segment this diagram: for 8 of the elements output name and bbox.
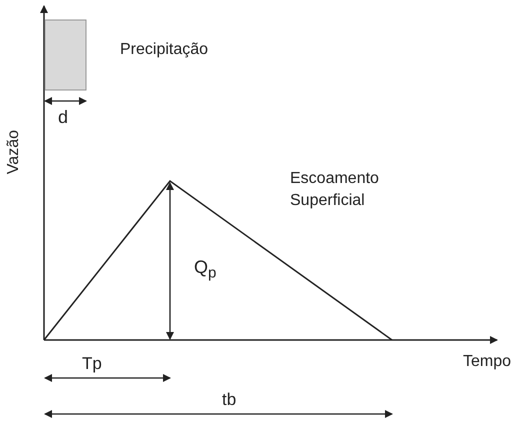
curve-label: Escoamento Superficial [290,169,380,211]
rainfall-label: Precipitação [120,40,208,59]
dimension-label: tb [222,390,236,409]
dimension-label: Tp [82,354,102,373]
axis-title: Vazão [4,130,23,174]
axis-title: Tempo [463,352,512,371]
dimension-label: d [58,108,68,127]
dimension-label: Q$_{p}$ [194,258,216,283]
